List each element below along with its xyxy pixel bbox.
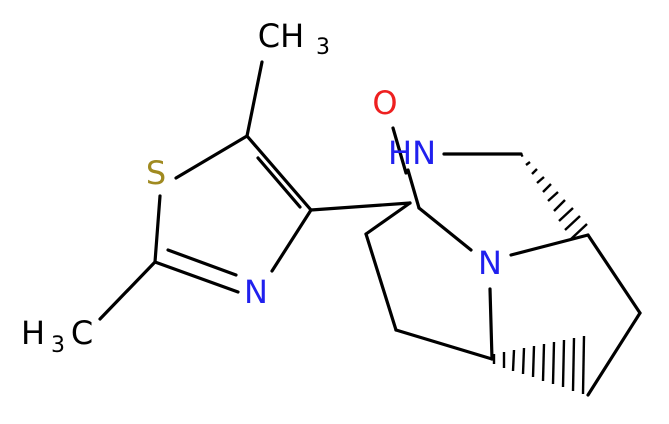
bond-n-bridgehead-top [509,233,590,257]
bond-c2-s [153,194,162,264]
bond-c2-methyl [98,260,157,321]
atom-nitrogen-thiazole: N [244,273,268,311]
atom-oxygen: O [372,84,397,122]
atom-sulfur: S [146,154,166,192]
methyl-left-tail: C [71,314,93,352]
methyl-left-label: H 3 C [21,314,93,358]
bond-c4-ch2 [309,201,412,212]
bond-ring-e [586,311,642,397]
bond-carbonyl-1 [406,168,421,210]
methyl-top-sub: 3 [316,35,330,60]
methyl-top-label: CH 3 [258,17,330,60]
atom-nitrogen-bridge: N [478,244,502,282]
bond-ring-c [394,328,494,361]
bond-carbonyl-n [417,206,473,252]
methyl-left-sub: 3 [51,333,65,358]
bond-ring-d [586,233,642,315]
bond-ring-b [364,232,398,332]
atom-nh: HN [388,134,436,172]
hashed-wedge-top [520,153,588,240]
bond-c5-c4 [245,134,313,212]
bond-n-c2 [153,260,240,294]
bond-ring-a [364,201,412,236]
bond-n-bridgehead-bottom [488,287,494,361]
methyl-top-main: CH [258,17,304,55]
bond-c5-methyl [245,60,264,138]
thiazole-ring [153,134,313,294]
bond-carbonyl-2 [391,126,408,175]
hashed-wedge-bottom [492,335,586,395]
bond-c5-c4-double [256,156,302,209]
bond-c4-n [270,208,313,273]
bond-n-c2-double [166,248,238,277]
methyl-left-main: H [21,314,45,352]
bond-s-c5 [174,134,249,180]
